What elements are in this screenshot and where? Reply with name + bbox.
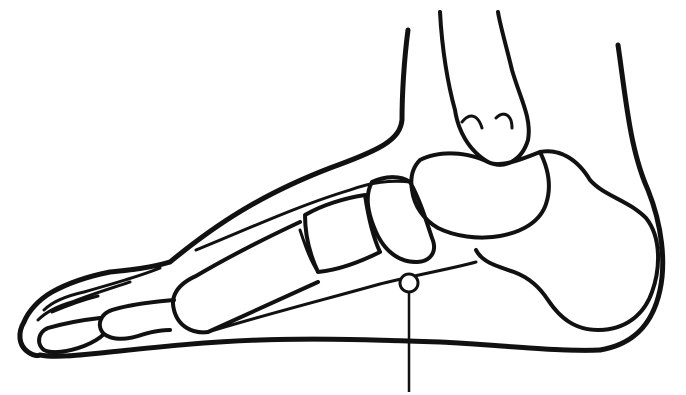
acupoint-marker xyxy=(400,274,418,292)
tibia-malleolus-detail xyxy=(462,114,512,128)
toe-tip-outline xyxy=(20,322,40,356)
sole-outline xyxy=(40,339,600,356)
proximal-phalanx-bone xyxy=(100,300,174,339)
talus-bone xyxy=(411,152,549,238)
metatarsal-bone xyxy=(173,222,318,332)
cuneiform-bone xyxy=(305,195,380,272)
tibia-bone xyxy=(440,12,529,165)
distal-phalanx-bone xyxy=(39,318,104,352)
cuneiform-joint-line xyxy=(300,230,318,272)
lesser-toe-line-3 xyxy=(52,296,98,312)
arch-contour xyxy=(208,262,476,332)
shin-back-outline xyxy=(600,45,663,350)
calcaneus-bone xyxy=(476,151,658,330)
